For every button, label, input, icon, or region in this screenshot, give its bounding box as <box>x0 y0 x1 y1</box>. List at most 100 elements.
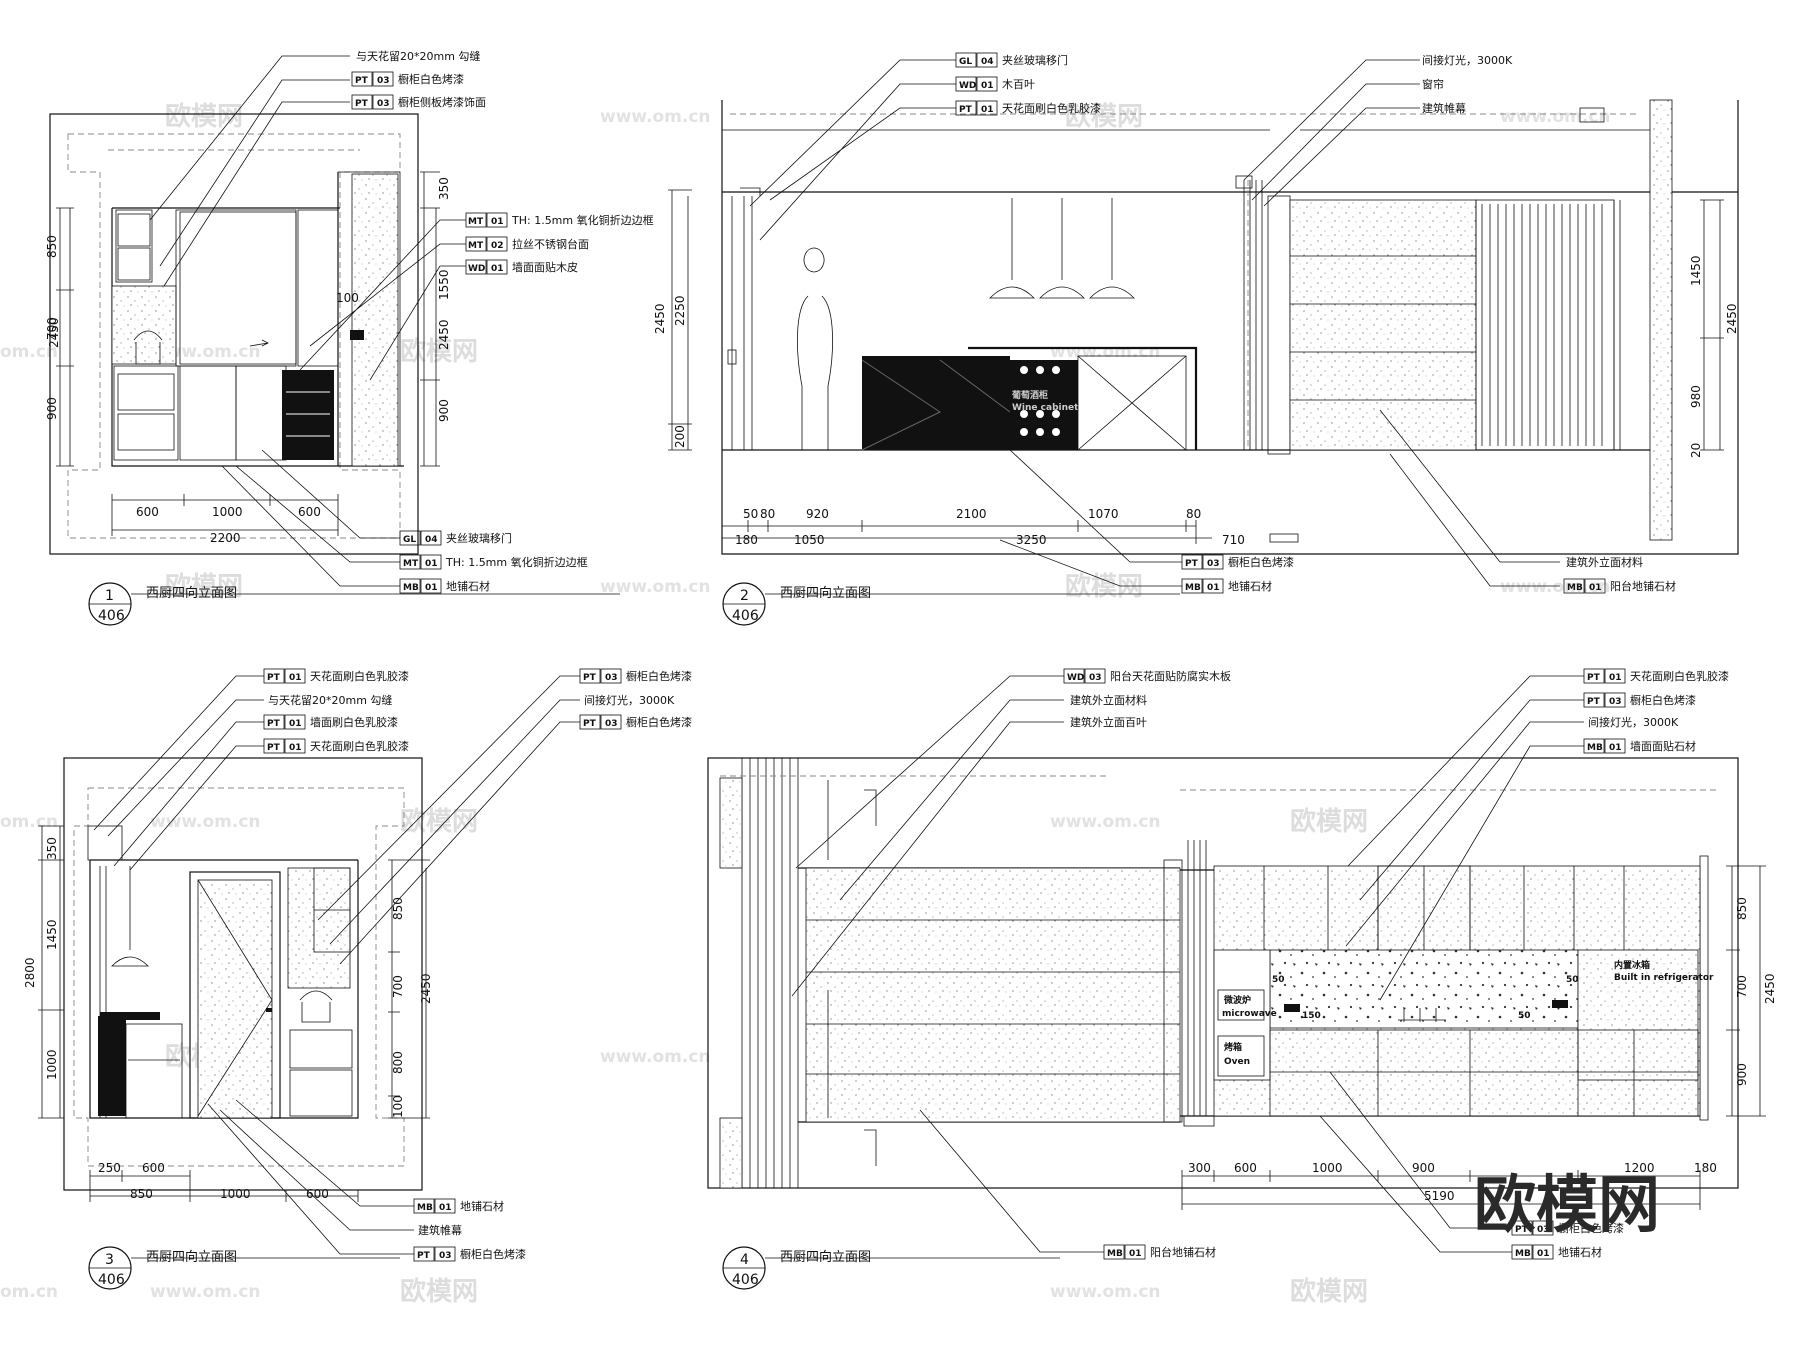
watermark-url: om.cn <box>0 342 58 362</box>
watermark-url: www.om.cn <box>150 812 261 832</box>
note-text: 墙面面贴石材 <box>1630 739 1696 753</box>
dim-left: 850 <box>45 235 59 258</box>
note-index: 03 <box>1207 559 1220 569</box>
note-text: TH: 1.5mm 氧化铜折边边框 <box>445 555 588 569</box>
note-code: PT <box>583 719 597 729</box>
small-dim: 50 <box>1272 975 1285 985</box>
watermark-brand: 欧模网 <box>400 1276 478 1307</box>
dim-row1: 1000 <box>1312 1161 1343 1175</box>
dim-right: 1450 <box>1689 255 1703 286</box>
note-index: 03 <box>605 719 618 729</box>
note-text: 墙面面贴木皮 <box>512 260 578 274</box>
dim-right: 800 <box>391 1051 405 1074</box>
dim-left: 1450 <box>45 919 59 950</box>
note-index: 01 <box>1589 583 1602 593</box>
island-base <box>862 356 1010 450</box>
note-text: 地铺石材 <box>1228 579 1272 593</box>
black-drawer-stack <box>282 370 334 460</box>
note-text: 阳台天花面贴防腐实木板 <box>1110 669 1231 683</box>
wine-label-en: Wine cabinet <box>1012 403 1079 413</box>
dim-left: 350 <box>45 837 59 860</box>
note-index: 04 <box>425 535 438 545</box>
view-number: 1 <box>105 588 114 604</box>
dim-left: 1000 <box>45 1049 59 1080</box>
dim-bottom: 600 <box>298 505 321 519</box>
note-index: 01 <box>491 217 504 227</box>
elevation-2: 葡萄酒柜 Wine cabinet 2450 2250 200 1450 245… <box>653 52 1739 626</box>
dim-row2: 1050 <box>794 533 825 547</box>
small-dim: 50 <box>1566 975 1579 985</box>
note-index: 01 <box>425 559 438 569</box>
note-code: MB <box>1185 583 1201 593</box>
note-index: 01 <box>981 105 994 115</box>
note-text: 橱柜侧板烤漆饰面 <box>398 95 486 109</box>
note-text: 天花面刷白色乳胶漆 <box>310 739 409 753</box>
black-counter <box>98 1016 126 1116</box>
dim-row1: 80 <box>760 507 775 521</box>
watermark-brand: 欧模网 <box>400 806 478 837</box>
note-code: PT <box>1587 673 1601 683</box>
note-index: 01 <box>289 719 302 729</box>
dim-row1: 80 <box>1186 507 1201 521</box>
note-text: TH: 1.5mm 氧化铜折边边框 <box>511 213 654 227</box>
note-text: 地铺石材 <box>1558 1245 1602 1259</box>
watermark-url: www.om.cn <box>1500 577 1611 597</box>
fridge-cn: 内置冰箱 <box>1614 959 1650 971</box>
note-code: MB <box>1587 743 1603 753</box>
note-text: 窗帘 <box>1422 77 1444 91</box>
terrazzo-backsplash <box>1269 949 1579 1029</box>
dim-left: 700 <box>45 317 59 340</box>
note-text: 橱柜白色烤漆 <box>626 669 692 683</box>
note-code: PT <box>267 673 281 683</box>
note-code: PT <box>1185 559 1199 569</box>
watermark-url: www.om.cn <box>1500 107 1611 127</box>
dim-small: 100 <box>336 291 359 305</box>
note-text: 夹丝玻璃移门 <box>446 531 512 545</box>
dim-right: 850 <box>1735 897 1749 920</box>
note-code: WD <box>959 81 976 91</box>
wine-cabinet <box>1010 360 1078 450</box>
note-text: 建筑外立面百叶 <box>1070 715 1147 729</box>
note-code: MT <box>403 559 419 569</box>
note-index: 03 <box>1089 673 1102 683</box>
note-text: 间接灯光，3000K <box>1588 715 1679 729</box>
dim-right: 980 <box>1689 385 1703 408</box>
dim-right: 900 <box>1735 1063 1749 1086</box>
dim-total: 2200 <box>210 531 241 545</box>
dim-right: 1550 <box>437 269 451 300</box>
note-text: 橱柜白色烤漆 <box>626 715 692 729</box>
note-text: 橱柜白色烤漆 <box>460 1247 526 1261</box>
note-index: 01 <box>1537 1249 1550 1259</box>
socket-icon <box>350 330 364 340</box>
note-code: MT <box>468 241 484 251</box>
view-title: 西厨四向立面图 <box>146 1249 237 1265</box>
view-title: 西厨四向立面图 <box>146 585 237 601</box>
watermark-url: om.cn <box>0 1282 58 1302</box>
microwave-cn: 微波炉 <box>1223 994 1251 1006</box>
note-index: 01 <box>289 673 302 683</box>
note-text: 建筑外立面材料 <box>1566 555 1643 569</box>
dim-right: 700 <box>1735 975 1749 998</box>
dim-left-total: 2450 <box>47 317 61 348</box>
note-text: 建筑外立面材料 <box>1070 693 1147 707</box>
watermark-brand: 欧模网 <box>1065 571 1143 602</box>
dim-row2: 180 <box>735 533 758 547</box>
note-index: 01 <box>1207 583 1220 593</box>
small-dim: 150 <box>1302 1011 1321 1021</box>
view-number: 2 <box>740 588 749 604</box>
note-code: MT <box>468 217 484 227</box>
dim-right-total: 2450 <box>437 319 451 350</box>
watermark-url: www.om.cn <box>1050 812 1161 832</box>
view-number: 3 <box>105 1252 114 1268</box>
note-index: 01 <box>981 81 994 91</box>
note-index: 04 <box>981 57 994 67</box>
note-index: 01 <box>1609 673 1622 683</box>
note-code: PT <box>267 719 281 729</box>
note-code: PT <box>267 743 281 753</box>
view-number: 4 <box>740 1252 749 1268</box>
note-text: 间接灯光，3000K <box>584 693 675 707</box>
note-text: 木百叶 <box>1002 78 1035 91</box>
dim-row1: 2100 <box>956 507 987 521</box>
note-index: 01 <box>1129 1249 1142 1259</box>
note-code: PT <box>417 1251 431 1261</box>
